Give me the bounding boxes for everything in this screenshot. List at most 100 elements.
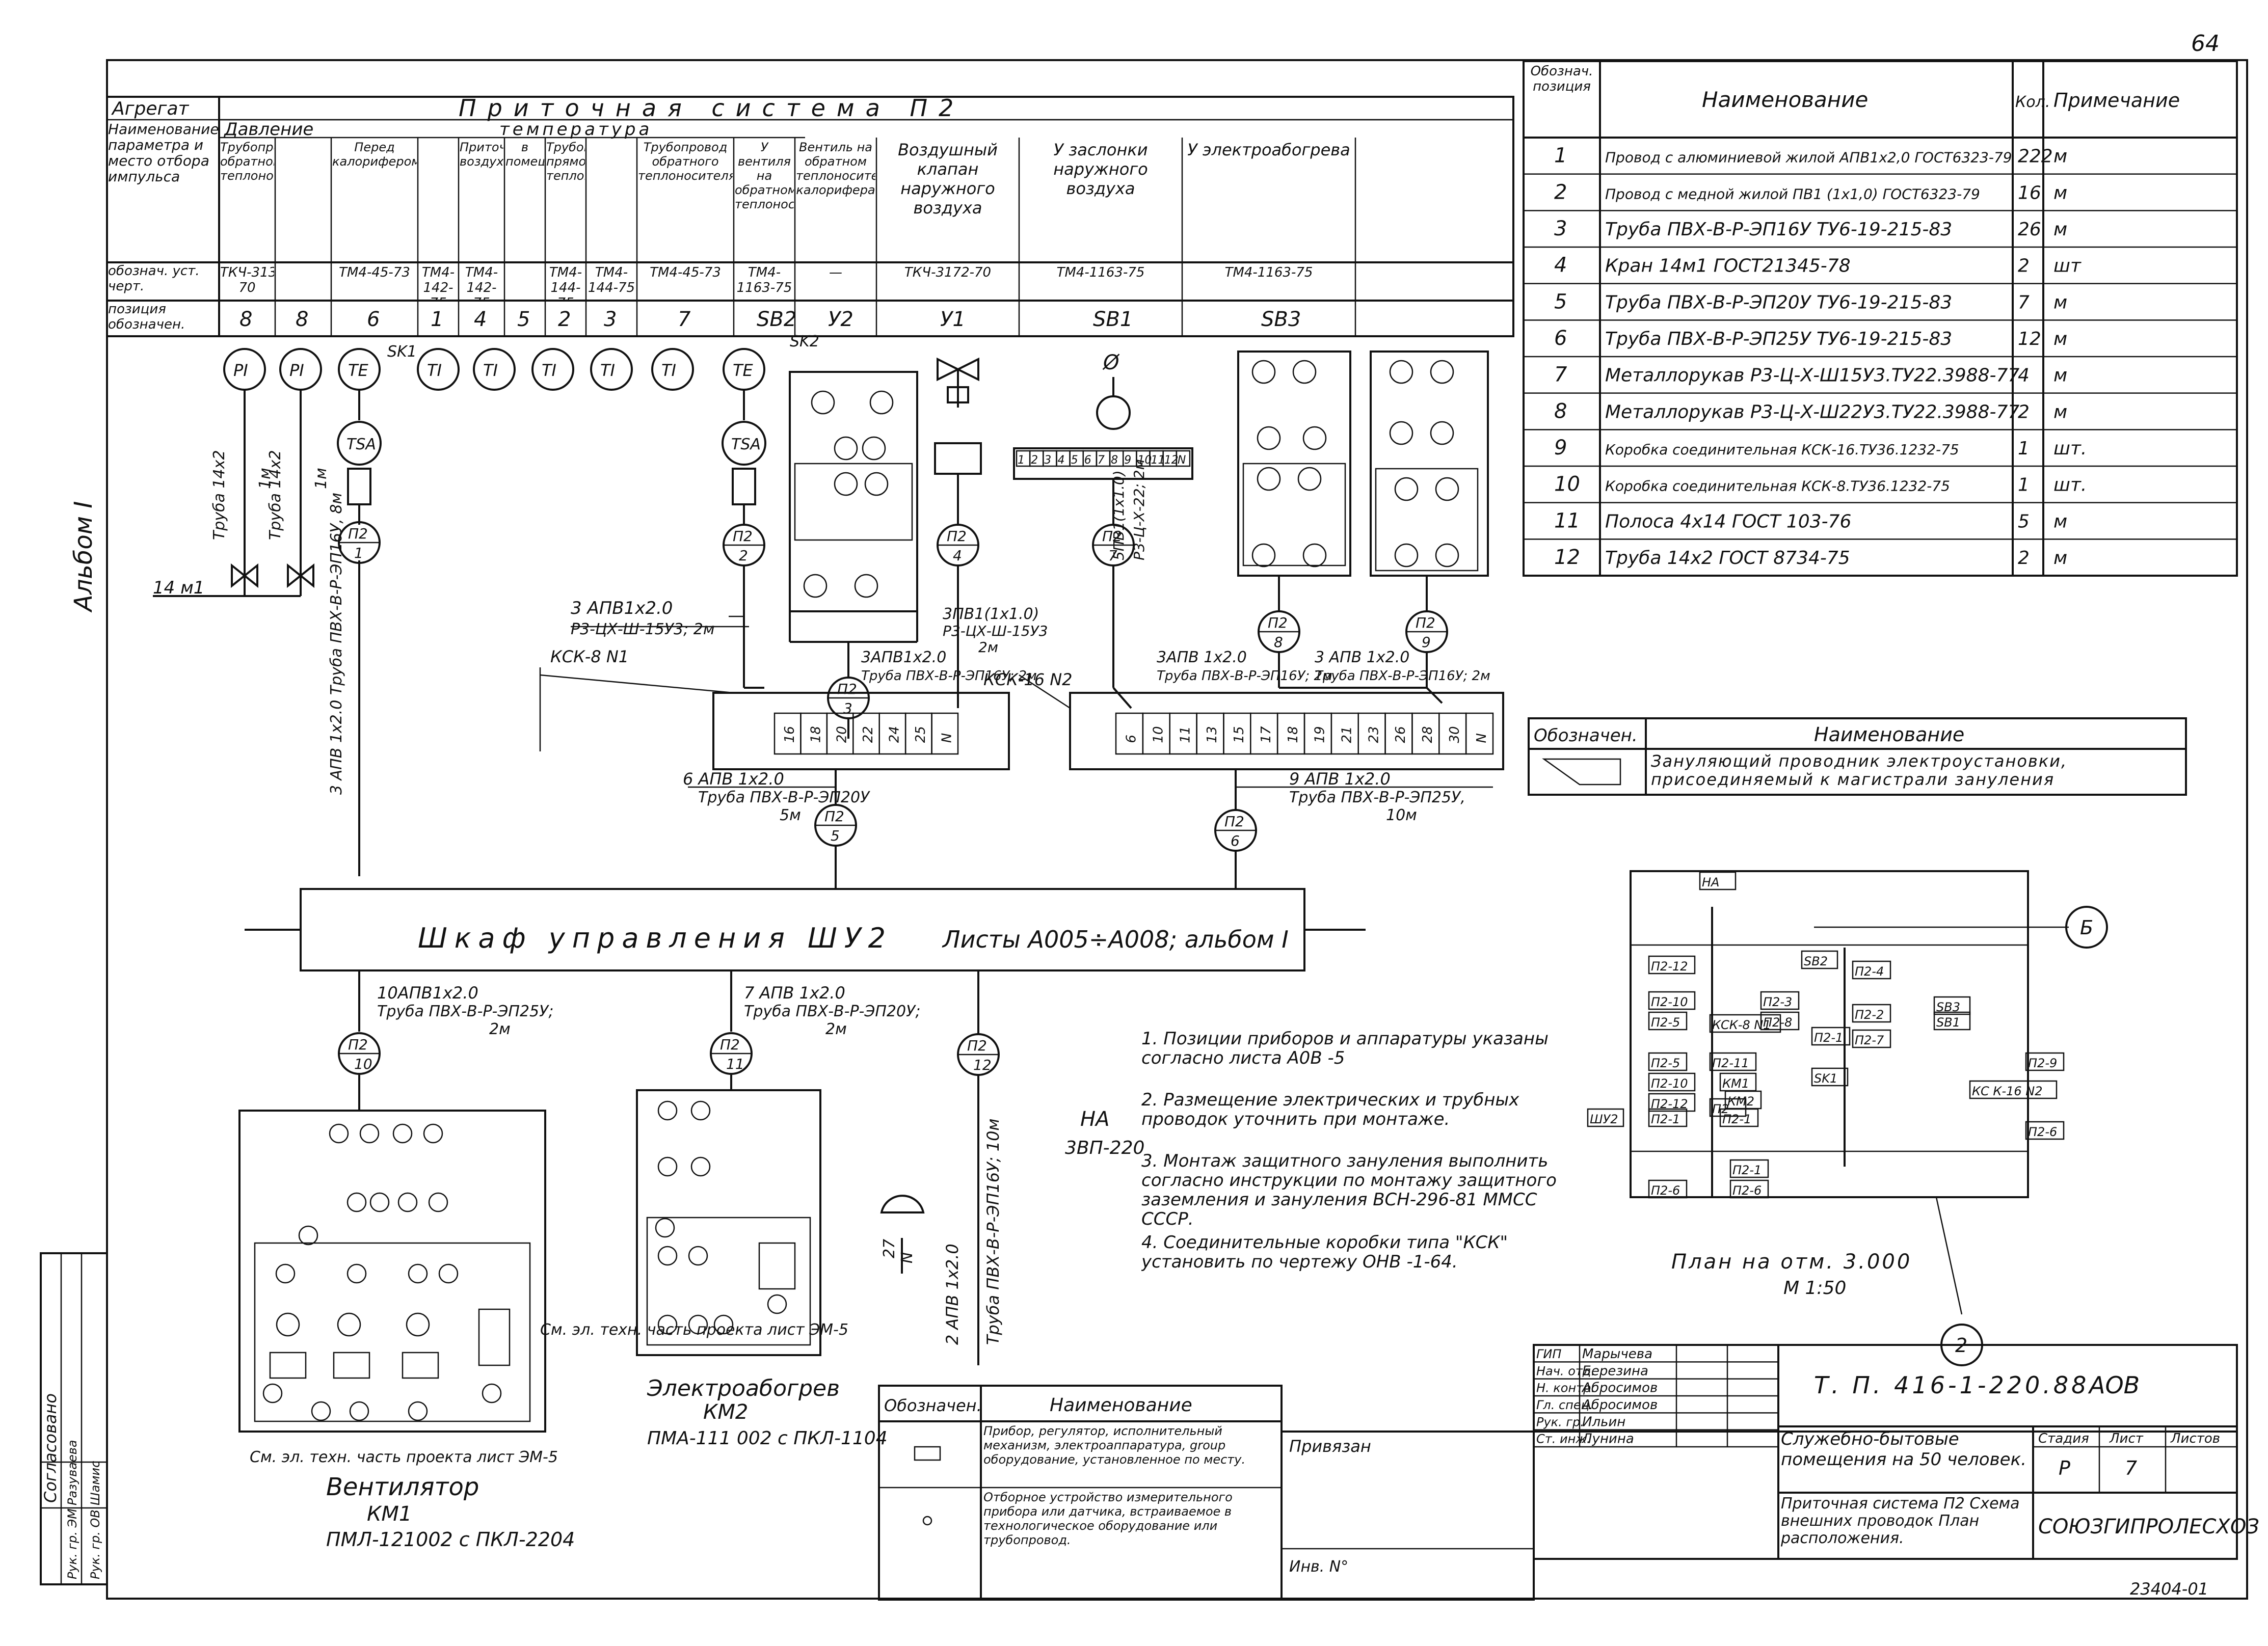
terminal-label: 10 — [1151, 726, 1166, 743]
spec-row-qty: 5 — [2018, 511, 2030, 532]
pipe-2-len: 1м — [312, 468, 330, 489]
instrument-ti2-label: TI — [483, 361, 498, 380]
wiring-lower — [358, 970, 979, 1365]
marker-bottom: 9 — [1422, 634, 1431, 651]
fan-ref-2: См. эл. техн. часть проекта лист ЭМ-5 — [540, 1321, 848, 1339]
spec-row-name: Провод с алюминиевой жилой АПВ1х2,0 ГОСТ… — [1605, 149, 2012, 166]
plan-tag: П2-10 — [1651, 1076, 1688, 1091]
stamp-role: Рук. гр. — [1536, 1415, 1584, 1429]
main-col-std: ТКЧ-3172-70 — [904, 265, 991, 280]
main-col-pos: SB3 — [1261, 308, 1301, 331]
main-col-name: Перед калорифером — [332, 140, 417, 169]
plan-tag-box — [1648, 1011, 1688, 1031]
spec-row-note: м — [2053, 365, 2067, 386]
marker-bottom: 8 — [1274, 634, 1283, 651]
plan-tag-box — [1729, 1159, 1769, 1178]
sb1-box — [1237, 350, 1351, 577]
spec-row-name: Коробка соединительная КСК-16.ТУ36.1232-… — [1605, 441, 1959, 458]
plan-tag-box — [1699, 871, 1737, 891]
plan-tag: П2-5 — [1651, 1015, 1680, 1030]
wire-label-w_3b: Труба ПВХ-В-Р-ЭП16У; 2м — [861, 668, 1037, 684]
legend-bottom-row2: Отборное устройство измерительного прибо… — [983, 1490, 1233, 1547]
wire-label-na_sub: 3ВП-220 — [1065, 1138, 1144, 1158]
terminal-label: 3 — [1044, 454, 1051, 467]
plan-tag: НА — [1702, 875, 1719, 889]
wire-label-27: 27 — [880, 1239, 898, 1258]
wire-label-w_b2: Р3-ЦХ-Ш-15У3 — [943, 623, 1048, 639]
spec-header-note: Примечание — [2053, 89, 2180, 112]
stamp-name: Березина — [1582, 1363, 1648, 1379]
plan-tag: КМ2 — [1727, 1094, 1754, 1109]
instrument-ti4-label: TI — [600, 361, 615, 380]
main-col-std: ТКЧ-3139-70 — [220, 265, 274, 295]
terminal-label: 18 — [1286, 726, 1301, 743]
y1-terminal-box: Ø — [1013, 351, 1193, 688]
wire-label-w_3: 3АПВ1х2.0 — [861, 649, 946, 666]
plan-tag-box — [1719, 1108, 1759, 1127]
sk2-label: SK2 — [790, 333, 819, 350]
side-name-2: Шамис — [88, 1461, 102, 1505]
marker-top: П2 — [947, 528, 967, 545]
wire-label-w_6c: 10м — [1386, 806, 1417, 824]
heater-model: ПМА-111 002 с ПКЛ-1104 — [647, 1428, 888, 1449]
marker-top: П2 — [824, 808, 844, 825]
doc-code: Т. П. 416-1-220.88 — [1814, 1371, 2089, 1399]
main-col-pos: 1 — [431, 308, 443, 331]
pipe-2-label: Труба 14х2 — [266, 450, 284, 540]
spec-row-note: шт. — [2053, 475, 2087, 496]
stamp-role: Гл. спец. — [1536, 1398, 1593, 1412]
terminal-label: 11 — [1178, 726, 1193, 743]
spec-row-name: Труба ПВХ-В-Р-ЭП25У ТУ6-19-215-83 — [1605, 329, 1952, 349]
main-col-pos: 8 — [296, 308, 308, 331]
main-col-pos: 3 — [604, 308, 617, 331]
marker-top: П2 — [1268, 614, 1288, 631]
instrument-table — [106, 96, 1514, 337]
plan-tag-box — [2025, 1121, 2065, 1140]
marker-top: П2 — [720, 1036, 740, 1053]
organization: СОЮЗГИПРОЛЕСХОЗ — [2038, 1515, 2259, 1539]
album-label: Альбом I — [69, 501, 98, 613]
sheet-description: Приточная система П2 Схема внешних прово… — [1781, 1495, 2020, 1547]
spec-header-name: Наименование — [1702, 87, 1868, 112]
wire-label-na_label: НА — [1080, 1108, 1109, 1131]
spec-row-pos: 12 — [1554, 546, 1580, 569]
legend-top-row: Зануляющий проводник электроустановки, п… — [1651, 752, 2066, 789]
plan-tag: П2-7 — [1855, 1033, 1884, 1047]
side-name-1: Разуваева — [65, 1440, 79, 1505]
main-col-std: ТМ4-1163-75 — [1225, 265, 1313, 280]
terminal-label: 7 — [1098, 454, 1105, 467]
plan-tag-box — [1760, 991, 1800, 1010]
plan-tag-box — [1648, 1179, 1688, 1199]
plan-tag: ШУ2 — [1590, 1112, 1618, 1126]
spec-row-pos: 1 — [1554, 144, 1567, 168]
stamp-name: Ильин — [1582, 1414, 1625, 1429]
wire-label-w_6a: 9 АПВ 1х2.0 — [1289, 769, 1391, 789]
spec-row-pos: 4 — [1554, 254, 1567, 277]
terminal-label: 16 — [782, 726, 797, 743]
wire-label-w_8: 3АПВ 1х2.0 — [1157, 649, 1247, 666]
spec-row-note: м — [2053, 219, 2067, 240]
main-col-name: Приточный воздуховод — [460, 140, 503, 169]
marker-bottom: 6 — [1231, 832, 1240, 849]
terminal-label: 19 — [1313, 726, 1328, 743]
marker-top: П2 — [967, 1037, 987, 1054]
marker-top: П2 — [733, 528, 753, 545]
spec-row-name: Провод с медной жилой ПВ1 (1х1,0) ГОСТ63… — [1605, 185, 1980, 202]
marker-p2_8: П28 — [1258, 610, 1300, 653]
wire-label-w_7b: Р3-Ц-Х-22; 2м — [1131, 459, 1148, 560]
spec-row-qty: 1 — [2018, 438, 2030, 459]
plan-tag-box — [1709, 1052, 1757, 1071]
terminal-label: 8 — [1111, 454, 1118, 467]
wire-label-w_11b: Труба ПВХ-В-Р-ЭП20У; — [744, 1003, 920, 1020]
spec-row-note: м — [2053, 292, 2067, 313]
plan-tag: SK1 — [1814, 1071, 1837, 1086]
privyazan: Привязан — [1289, 1437, 1371, 1456]
terminal-label: N — [939, 733, 954, 743]
marker-p2_1: П21 — [338, 521, 381, 564]
main-col-name: Вентиль на обратном теплоносителе калори… — [796, 140, 875, 197]
marker-p2_3: П23 — [827, 677, 870, 719]
marker-bottom: 2 — [739, 547, 748, 564]
main-col-std: ТМ4-45-73 — [339, 265, 410, 280]
